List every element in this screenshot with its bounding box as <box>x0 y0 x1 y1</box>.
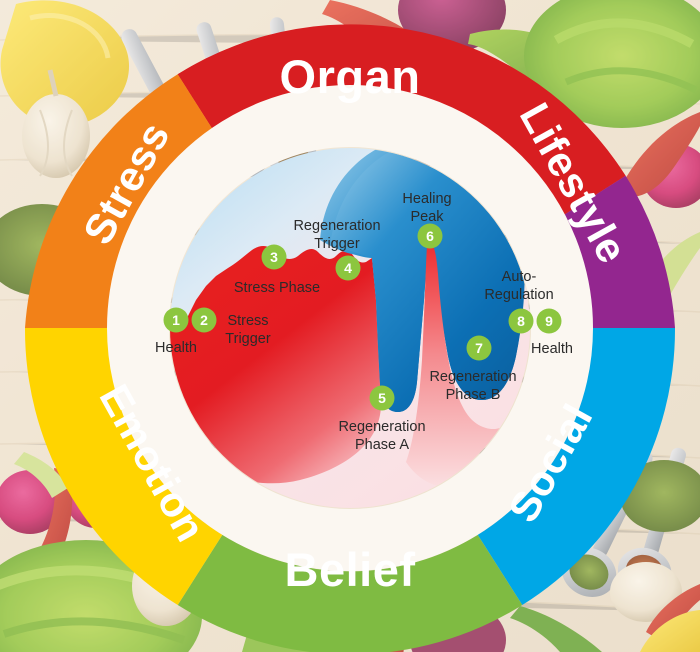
inner-white-ring <box>107 85 593 571</box>
chart-node-7[interactable]: 7 Regeneration Phase B <box>429 335 517 404</box>
curve-red-area <box>170 245 381 484</box>
ring-segment-organ-main[interactable] <box>177 24 626 221</box>
chart-node-8-label-line1: Auto- <box>502 269 537 285</box>
chart-node-6-number: 6 <box>426 228 434 244</box>
bg-garlic-bottomright <box>610 562 682 622</box>
chart-node-3[interactable]: 3 Stress Phase <box>234 244 320 297</box>
ring-segment-stress[interactable] <box>25 74 223 328</box>
bg-garlic-topleft <box>22 69 90 178</box>
ring-label-organ: Organ <box>280 50 421 103</box>
chart-node-9[interactable]: 9 Health <box>531 308 573 358</box>
bg-spice-bowl-right <box>620 460 700 532</box>
chart-node-7-number: 7 <box>475 340 483 356</box>
chart-node-4-number: 4 <box>344 260 352 276</box>
chart-node-9-number: 9 <box>545 313 553 329</box>
outer-ring <box>24 24 676 652</box>
chart-node-5-label-line1: Regeneration <box>338 419 425 435</box>
bg-chili-right <box>618 112 700 197</box>
chart-node-7-label-line1: Regeneration <box>429 369 516 385</box>
chart-node-4-label-line2: Trigger <box>314 236 360 252</box>
ring-segment-belief[interactable] <box>177 534 523 652</box>
chart-node-3-label: Stress Phase <box>234 280 320 296</box>
chart-node-2-label-line2: Trigger <box>225 331 271 347</box>
chart-node-1[interactable]: 1 Health <box>155 307 197 357</box>
chart-node-1-number: 1 <box>172 312 180 328</box>
chart-node-6-label-line1: Healing <box>402 191 451 207</box>
chart-node-2[interactable]: 2 Stress Trigger <box>191 307 271 348</box>
chart-node-4[interactable]: 4 Regeneration Trigger <box>293 218 381 281</box>
bg-scallion-bl <box>14 452 68 498</box>
chart-node-8-number: 8 <box>517 313 525 329</box>
ring-segment-social[interactable] <box>477 328 676 606</box>
chart-node-3-number: 3 <box>270 249 278 265</box>
chart-node-5-number: 5 <box>378 390 386 406</box>
chart-node-5[interactable]: 5 Regeneration Phase A <box>338 385 426 454</box>
chart-node-8-label-line2: Regulation <box>484 287 553 303</box>
chart-node-2-number: 2 <box>200 312 208 328</box>
chart-node-4-label-line1: Regeneration <box>293 218 380 234</box>
chart-node-2-label-line1: Stress <box>227 313 268 329</box>
curve-healing-spike <box>406 244 520 488</box>
bg-lettuce-topright <box>524 0 700 128</box>
chart-node-1-label: Health <box>155 340 197 356</box>
chart-node-6[interactable]: 6 Healing Peak <box>402 191 452 249</box>
chart-node-5-label-line2: Phase A <box>355 437 409 453</box>
bg-chili-bottom <box>510 606 602 652</box>
bg-lemon-bottomright <box>640 610 700 652</box>
bg-lemon <box>0 0 130 127</box>
chart-node-7-label-line2: Phase B <box>446 387 501 403</box>
chart-node-9-label: Health <box>531 341 573 357</box>
ring-label-belief: Belief <box>285 543 416 596</box>
chart-node-6-label-line2: Peak <box>410 209 444 225</box>
ring-segment-emotion[interactable] <box>24 328 223 606</box>
ring-segment-lifestyle[interactable] <box>555 175 675 328</box>
chart-node-group: 1 Health 2 Stress Trigger 3 Stress Phase… <box>155 191 573 453</box>
chart-node-8[interactable]: 8 Auto- Regulation <box>484 269 554 334</box>
